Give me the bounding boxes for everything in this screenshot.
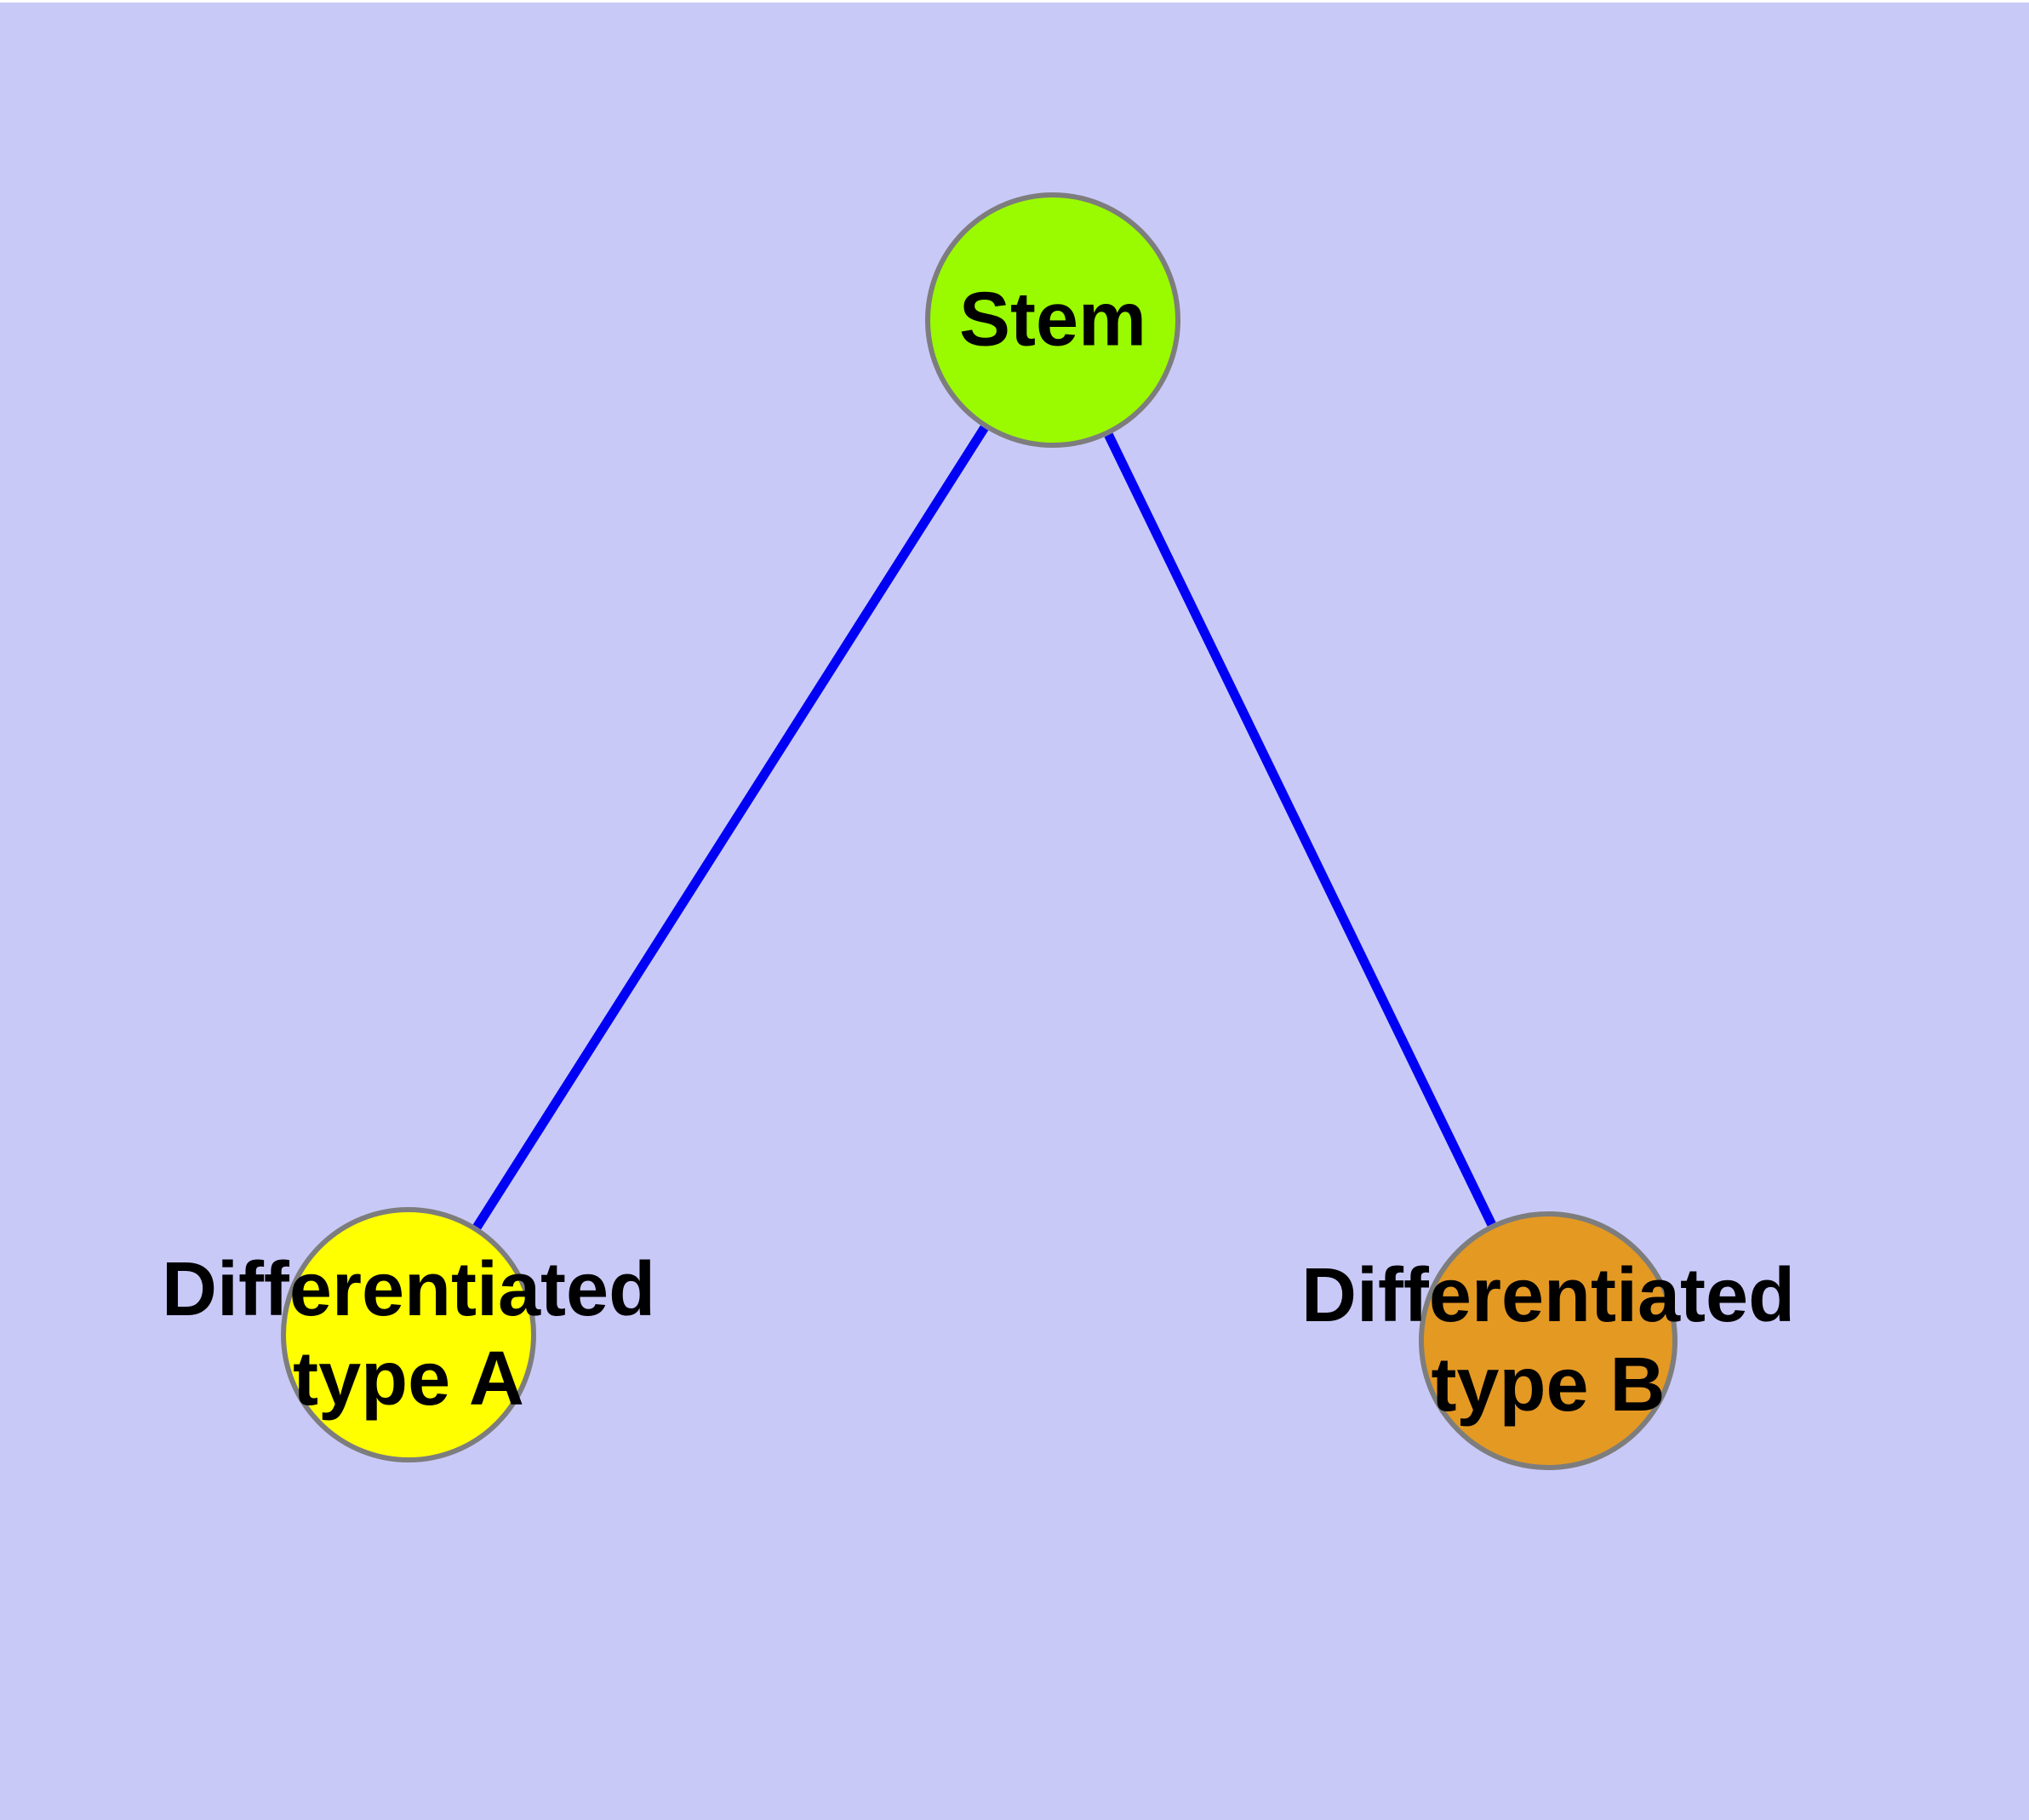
edge-stem-to-diff-a (472, 425, 989, 1230)
edges-layer (472, 425, 1496, 1230)
node-differentiated-type-b: Differentiated type B (1301, 1211, 1795, 1470)
node-stem-label: Stem (958, 277, 1147, 363)
node-differentiated-type-a: Differentiated type A (162, 1207, 655, 1462)
node-differentiated-type-b-label: Differentiated type B (1300, 1253, 1796, 1428)
edge-stem-to-diff-b (1104, 432, 1496, 1227)
node-differentiated-type-a-label: Differentiated type A (161, 1247, 656, 1422)
node-stem: Stem (925, 192, 1180, 448)
